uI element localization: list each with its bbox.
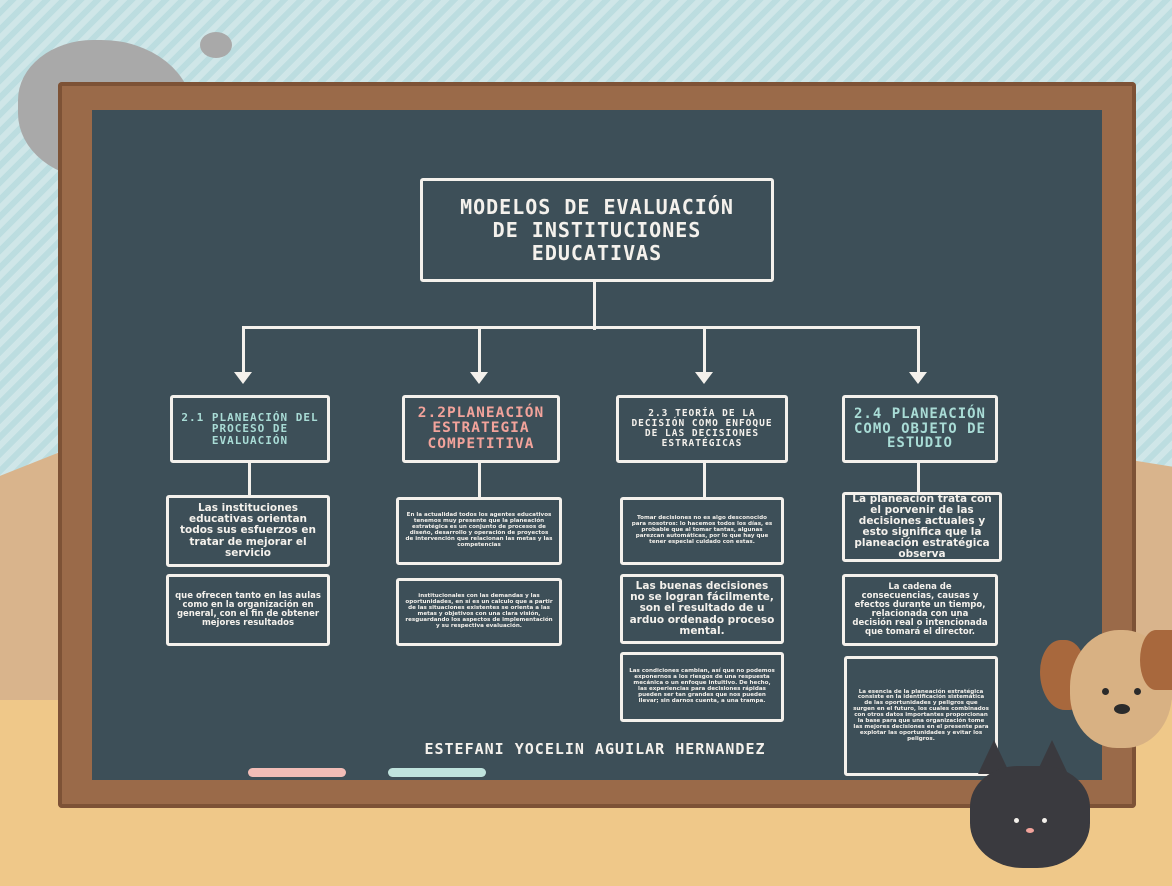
pink-chalk bbox=[248, 768, 346, 777]
branch-line-2 bbox=[478, 326, 481, 378]
heading-2-1: 2.1 PLANEACIÓN DEL PROCESO DE EVALUACIÓN bbox=[170, 395, 330, 463]
dog-nose-icon bbox=[1114, 704, 1130, 714]
dog-illustration bbox=[1040, 630, 1172, 750]
heading-2-4: 2.4 PLANEACIÓN COMO OBJETO DE ESTUDIO bbox=[842, 395, 998, 463]
dog-eye-icon bbox=[1134, 688, 1141, 695]
col3-box-2: Las buenas decisiones no se logran fácil… bbox=[620, 574, 784, 644]
col4-box-2: La cadena de consecuencias, causas y efe… bbox=[842, 574, 998, 646]
col4-connector bbox=[917, 463, 920, 493]
col3-box-3: Las condiciones cambian, así que no pode… bbox=[620, 652, 784, 722]
col3-box-1: Tomar decisiones no es algo desconocido … bbox=[620, 497, 784, 565]
col1-box-2: que ofrecen tanto en las aulas como en l… bbox=[166, 574, 330, 646]
branch-line-3 bbox=[703, 326, 706, 378]
col4-box-3: La esencia de la planeación estratégica … bbox=[844, 656, 998, 776]
branch-line-1 bbox=[242, 326, 245, 378]
col2-box-1: En la actualidad todos los agentes educa… bbox=[396, 497, 562, 565]
col2-connector bbox=[478, 463, 481, 497]
col1-box-1: Las instituciones educativas orientan to… bbox=[166, 495, 330, 567]
arrow-down-icon bbox=[695, 372, 713, 384]
branch-line-4 bbox=[917, 326, 920, 378]
col2-box-2: institucionales con las demandas y las o… bbox=[396, 578, 562, 646]
cat-illustration bbox=[970, 740, 1110, 870]
dog-eye-icon bbox=[1102, 688, 1109, 695]
chalkboard bbox=[92, 110, 1102, 780]
author-name: ESTEFANI YOCELIN AGUILAR HERNANDEZ bbox=[424, 740, 766, 758]
arrow-down-icon bbox=[909, 372, 927, 384]
heading-2-3: 2.3 TEORÍA DE LA DECISIÓN COMO ENFOQUE D… bbox=[616, 395, 788, 463]
teal-chalk bbox=[388, 768, 486, 777]
col1-connector bbox=[248, 463, 251, 495]
col3-connector bbox=[703, 463, 706, 497]
col4-box-1: La planeación trata con el porvenir de l… bbox=[842, 492, 1002, 562]
main-title: MODELOS DE EVALUACIÓN DE INSTITUCIONES E… bbox=[420, 178, 774, 282]
arrow-down-icon bbox=[234, 372, 252, 384]
cat-nose-icon bbox=[1026, 828, 1034, 833]
heading-2-2: 2.2PLANEACIÓN ESTRATEGIA COMPETITIVA bbox=[402, 395, 560, 463]
arrow-down-icon bbox=[470, 372, 488, 384]
horizontal-connector bbox=[242, 326, 920, 329]
title-connector bbox=[593, 282, 596, 330]
cat-eye-icon bbox=[1014, 818, 1019, 823]
tiny-gray-cloud bbox=[200, 32, 232, 58]
cat-eye-icon bbox=[1042, 818, 1047, 823]
cat-head-icon bbox=[970, 766, 1090, 868]
dog-ear-icon bbox=[1140, 630, 1172, 690]
